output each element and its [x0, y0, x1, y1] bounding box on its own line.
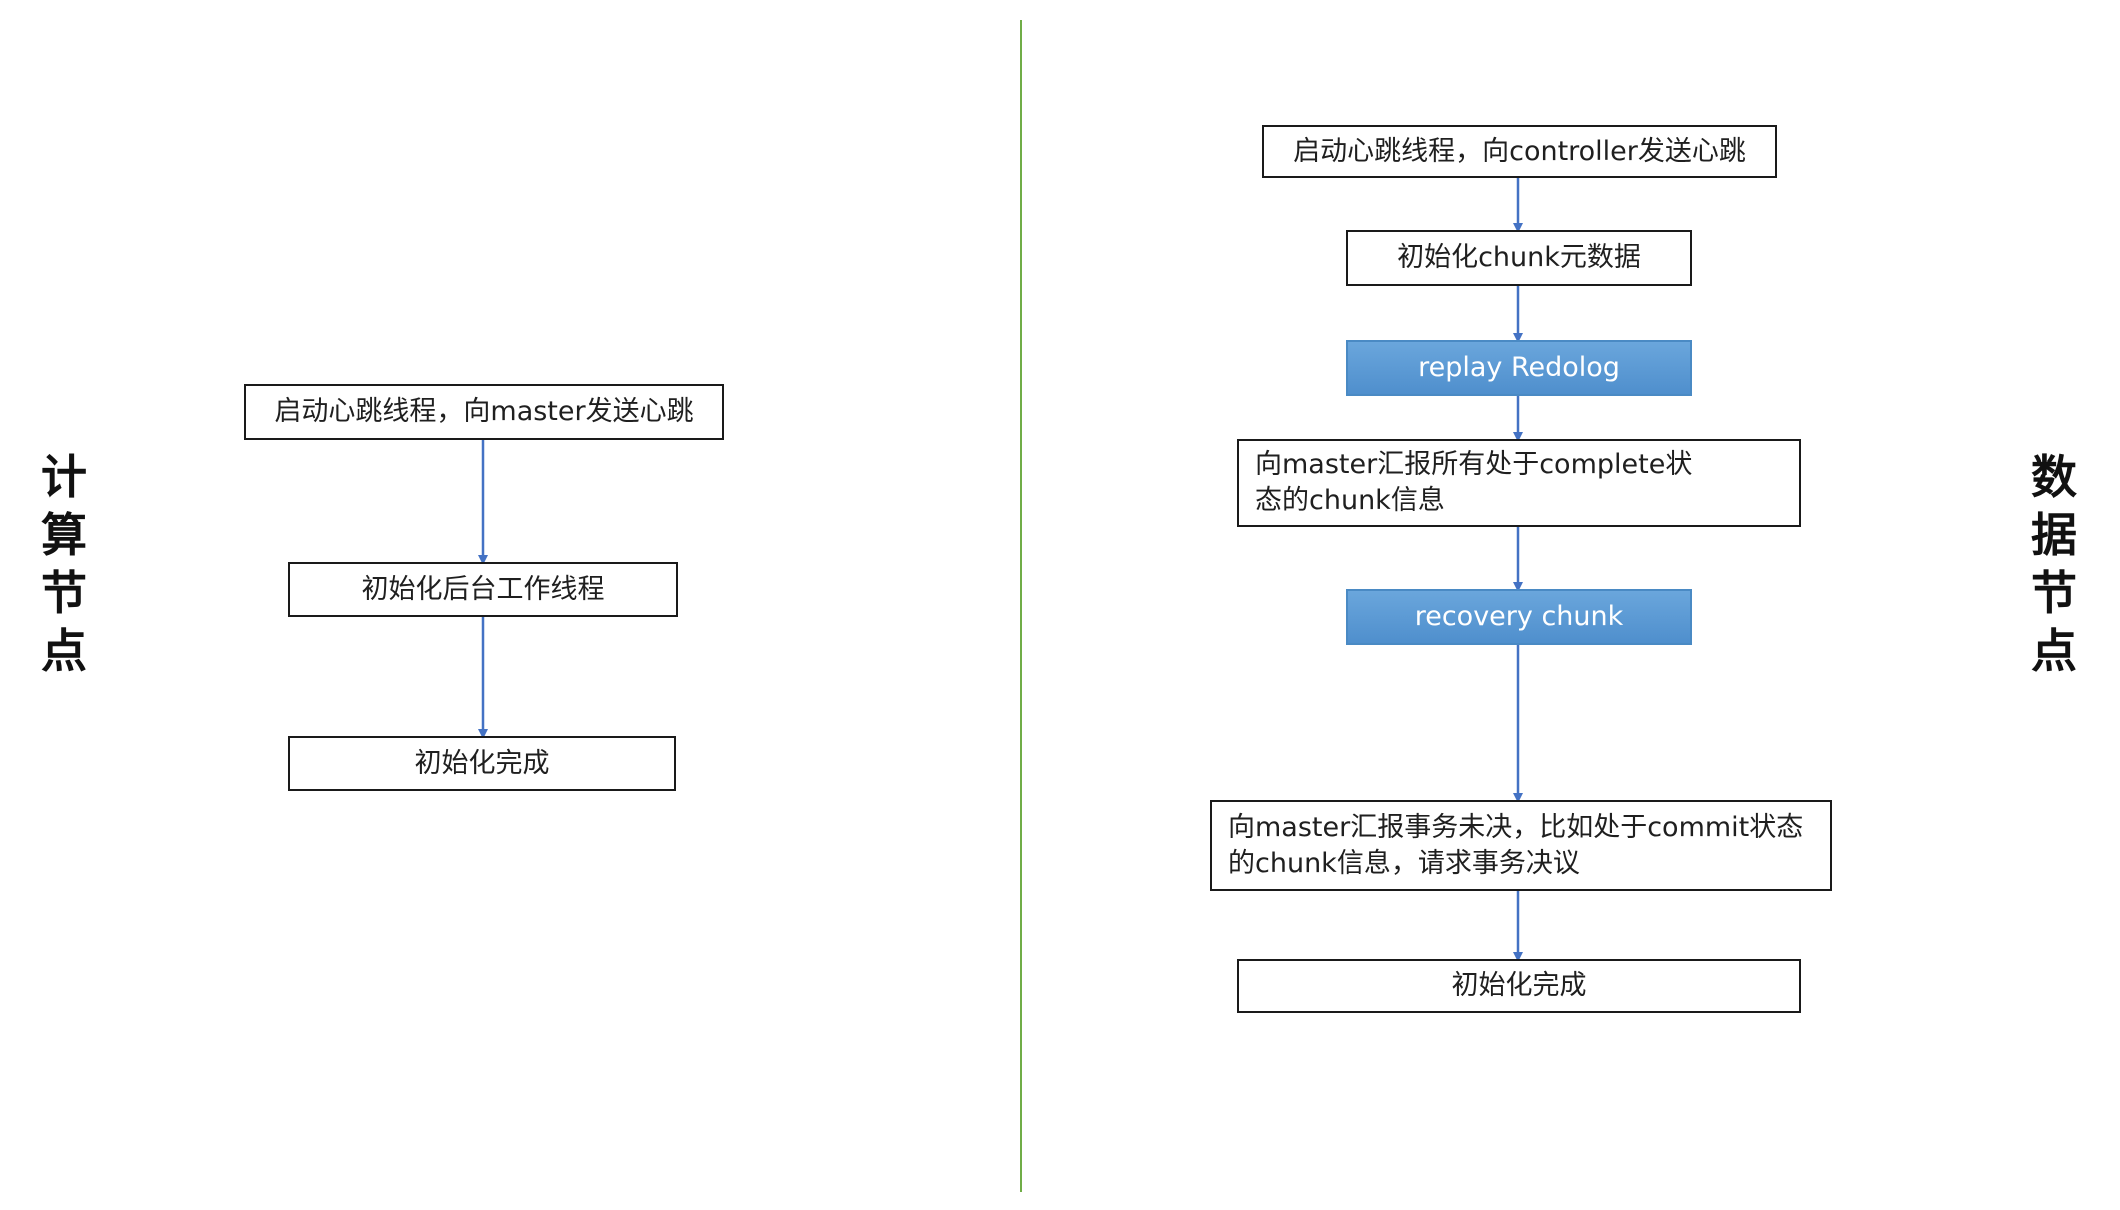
- section-divider: [1020, 20, 1022, 1192]
- data-step-label: 向master汇报事务未决，比如处于commit状态的chunk信息，请求事务决…: [1228, 811, 1804, 879]
- data-step-heartbeat: 启动心跳线程，向controller发送心跳: [1262, 125, 1777, 178]
- data-step-recovery-chunk: recovery chunk: [1346, 589, 1692, 645]
- compute-node-label-char: 点: [41, 624, 87, 678]
- compute-step-label: 初始化后台工作线程: [361, 573, 605, 605]
- compute-node-label-char: 计: [41, 450, 87, 504]
- data-step-replay-redolog: replay Redolog: [1346, 340, 1692, 396]
- data-step-label: 向master汇报所有处于complete状态的chunk信息: [1255, 449, 1693, 516]
- compute-node-label: 计 算 节 点: [34, 448, 94, 680]
- data-step-label: replay Redolog: [1418, 352, 1620, 383]
- compute-step-label: 启动心跳线程，向master发送心跳: [274, 396, 694, 427]
- data-step-label: 初始化完成: [1451, 970, 1587, 1001]
- data-step-report-pending-tx: 向master汇报事务未决，比如处于commit状态的chunk信息，请求事务决…: [1210, 800, 1832, 891]
- data-node-label-char: 点: [2031, 624, 2077, 678]
- data-node-label-char: 节: [2031, 566, 2077, 620]
- compute-node-label-char: 算: [41, 508, 87, 562]
- data-step-label: 初始化chunk元数据: [1397, 242, 1641, 273]
- compute-step-init-done: 初始化完成: [288, 736, 676, 791]
- data-node-label: 数 据 节 点: [2024, 448, 2084, 680]
- data-node-label-char: 据: [2031, 508, 2077, 562]
- data-step-init-done: 初始化完成: [1237, 959, 1801, 1013]
- data-step-label: 启动心跳线程，向controller发送心跳: [1293, 135, 1746, 167]
- data-node-label-char: 数: [2031, 450, 2077, 504]
- compute-node-label-char: 节: [41, 566, 87, 620]
- data-step-init-chunk-meta: 初始化chunk元数据: [1346, 230, 1692, 286]
- compute-step-label: 初始化完成: [414, 747, 550, 779]
- compute-step-init-worker: 初始化后台工作线程: [288, 562, 678, 617]
- compute-step-heartbeat: 启动心跳线程，向master发送心跳: [244, 384, 724, 440]
- data-step-report-complete: 向master汇报所有处于complete状态的chunk信息: [1237, 439, 1801, 527]
- data-step-label: recovery chunk: [1414, 601, 1624, 632]
